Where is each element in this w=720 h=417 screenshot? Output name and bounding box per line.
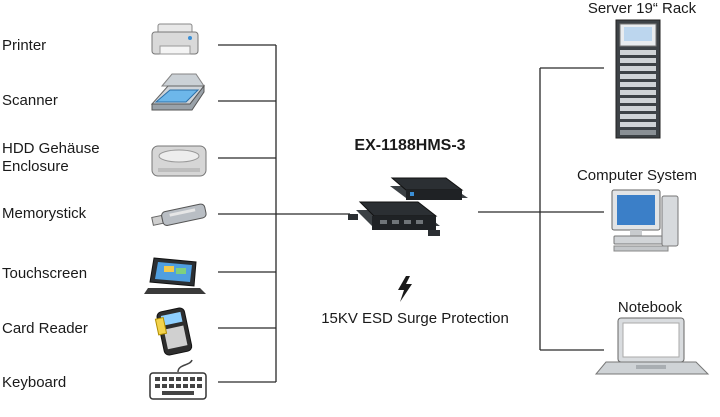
- device-label-server-rack: Server 19“ Rack: [587, 0, 697, 17]
- hdd-enclosure-icon: [151, 145, 207, 177]
- keyboard-icon: [149, 359, 207, 400]
- device-label-touchscreen: Touchscreen: [2, 265, 88, 282]
- computer-icon: [611, 189, 679, 252]
- device-label-scanner: Scanner: [2, 92, 58, 109]
- hub-model-title: EX-1188HMS-3: [354, 137, 466, 154]
- device-label-hdd: HDD Gehäuse Enclosure: [2, 140, 100, 175]
- server-rack-icon: [615, 19, 661, 139]
- device-label-computer: Computer System: [576, 167, 698, 184]
- device-label-notebook: Notebook: [617, 299, 683, 316]
- scanner-icon: [150, 73, 206, 111]
- lightning-icon: [398, 276, 412, 302]
- notebook-icon: [594, 317, 710, 375]
- usb-hub-icon: [348, 177, 468, 236]
- card-reader-icon: [154, 307, 193, 356]
- device-label-keyboard: Keyboard: [2, 374, 67, 391]
- device-label-card-reader: Card Reader: [2, 320, 88, 337]
- printer-icon: [151, 23, 199, 55]
- touchscreen-icon: [144, 257, 206, 294]
- device-label-printer: Printer: [2, 37, 47, 54]
- esd-protection-label: 15KV ESD Surge Protection: [321, 310, 509, 327]
- device-label-memorystick: Memorystick: [2, 205, 87, 222]
- usb-stick-icon: [151, 203, 207, 226]
